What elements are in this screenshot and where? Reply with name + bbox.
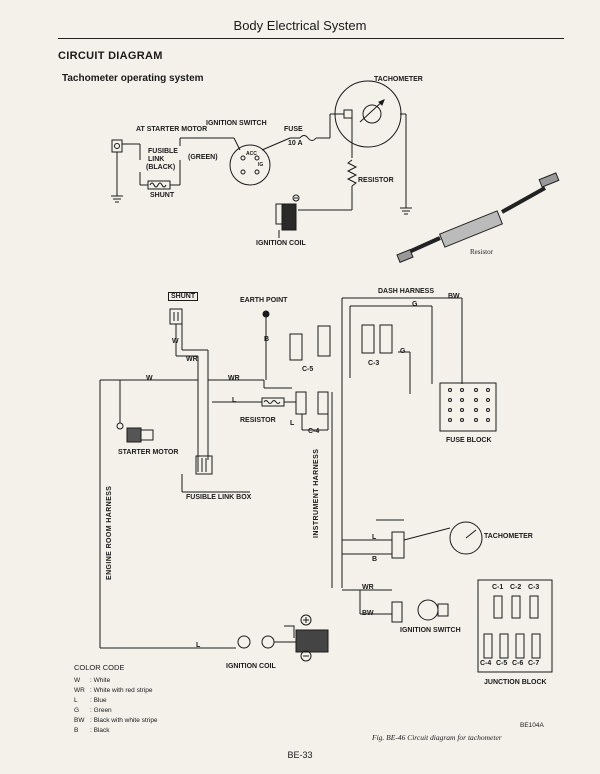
top-at-starter-label: AT STARTER MOTOR (136, 126, 208, 133)
resistor-component (261, 397, 285, 407)
diagram-subtitle: Tachometer operating system (62, 73, 204, 84)
wire-wr-shunt: WR (186, 356, 198, 363)
tachometer-label: TACHOMETER (484, 533, 533, 540)
wire-l-tacho: L (372, 534, 377, 541)
ignition-coil-connector-a (237, 635, 251, 649)
resistor-photo-label: Resistor (470, 248, 493, 256)
color-code-row: G: Green (74, 707, 112, 714)
wire-wr-ign: WR (362, 584, 374, 591)
ignition-coil-connector-b (261, 635, 275, 649)
ignition-coil-symbol (281, 203, 297, 231)
wire-b-earth: B (264, 336, 270, 343)
jb-c1: C-1 (492, 584, 504, 591)
color-code-row: W: White (74, 677, 111, 684)
connector-c4-label: C-4 (308, 428, 320, 435)
figure-code: BE104A (520, 722, 544, 729)
fuse-block-label: FUSE BLOCK (446, 437, 492, 444)
wire-bw-dash: BW (448, 293, 460, 300)
engine-room-harness-label: ENGINE ROOM HARNESS (106, 485, 113, 580)
page-header: Body Electrical System (233, 18, 367, 33)
top-green-label: (GREEN) (188, 154, 218, 161)
top-switch-acc-label: ACC (246, 151, 257, 157)
color-code-title: COLOR CODE (74, 663, 125, 672)
fusible-link-box (195, 455, 213, 475)
jb-c7: C-7 (528, 660, 540, 667)
section-title: CIRCUIT DIAGRAM (58, 50, 163, 62)
starter-motor-icon (126, 427, 142, 443)
connector-c5 (289, 333, 303, 361)
ignition-switch-symbol (229, 144, 271, 186)
ignition-switch-connector (391, 601, 403, 623)
top-switch-ig-label: IG (258, 162, 264, 168)
page-number: BE-33 (287, 750, 313, 760)
color-code-row: WR: White with red stripe (74, 687, 153, 694)
connector-c3-label: C-3 (368, 360, 380, 367)
wire-wr-c5: WR (228, 375, 240, 382)
shunt-symbol (147, 180, 171, 190)
battery-symbol (111, 139, 123, 153)
dash-harness-label: DASH HARNESS (378, 288, 435, 295)
jb-c4: C-4 (480, 660, 492, 667)
resistor-symbol (346, 159, 358, 187)
wire-w-shunt: W (172, 338, 179, 345)
connector-c3 (361, 324, 375, 354)
fuse-block (439, 382, 497, 432)
junction-block (477, 579, 553, 673)
earth-point-label: EARTH POINT (240, 297, 288, 304)
wire-g-c3: G (400, 348, 406, 355)
shunt-label: SHUNT (168, 292, 199, 301)
top-resistor-label: RESISTOR (358, 177, 394, 184)
top-schematic (111, 80, 412, 238)
connector-c4a (295, 391, 307, 415)
fusible-link-box-label: FUSIBLE LINK BOX (186, 494, 252, 501)
top-fuse-label: FUSE (284, 126, 303, 133)
top-ignition-switch-label: IGNITION SWITCH (206, 120, 267, 127)
tachometer-connector (391, 531, 405, 559)
ignition-coil-body (295, 629, 329, 653)
tachometer-gauge (449, 521, 483, 555)
bottom-wiring (99, 297, 553, 673)
top-tachometer-label: TACHOMETER (374, 76, 423, 83)
connector-c4 (317, 391, 329, 415)
color-code-row: BW: Black with white stripe (74, 717, 158, 724)
jb-c2: C-2 (510, 584, 522, 591)
wire-w-starter: W (146, 375, 153, 382)
ignition-switch-body (417, 599, 439, 621)
ignition-coil-label: IGNITION COIL (226, 663, 276, 670)
junction-block-label: JUNCTION BLOCK (484, 679, 547, 686)
top-ignition-coil-label: IGNITION COIL (256, 240, 306, 247)
jb-c3: C-3 (528, 584, 540, 591)
color-code-row: B: Black (74, 727, 110, 734)
connector-c5-label: C-5 (302, 366, 314, 373)
jb-c5: C-5 (496, 660, 508, 667)
wire-l-c4: L (290, 420, 295, 427)
jb-c6: C-6 (512, 660, 524, 667)
top-shunt-label: SHUNT (150, 192, 175, 199)
top-black-label: (BLACK) (146, 164, 176, 171)
header-rule (58, 38, 564, 39)
top-fuse-rating: 10 A (288, 140, 303, 147)
wire-l-resistor: L (232, 397, 237, 404)
starter-motor-label: STARTER MOTOR (118, 449, 179, 456)
wire-l-coil: L (196, 642, 201, 649)
connector-c5b (317, 325, 331, 357)
color-code-row: L: Blue (74, 697, 107, 704)
figure-caption: Fig. BE-46 Circuit diagram for tachomete… (372, 733, 502, 742)
resistor-label: RESISTOR (240, 417, 276, 424)
wire-g-dash: G (412, 301, 418, 308)
resistor-photo (396, 172, 560, 263)
wire-bw-ign: BW (362, 610, 374, 617)
shunt-connector (169, 308, 183, 325)
ignition-switch-label: IGNITION SWITCH (400, 627, 461, 634)
instrument-harness-label: INSTRUMENT HARNESS (313, 448, 320, 538)
top-link-label: LINK (148, 156, 165, 163)
fuse-symbol (299, 135, 317, 141)
top-fusible-label: FUSIBLE (148, 148, 178, 155)
wire-b-tacho: B (372, 556, 378, 563)
